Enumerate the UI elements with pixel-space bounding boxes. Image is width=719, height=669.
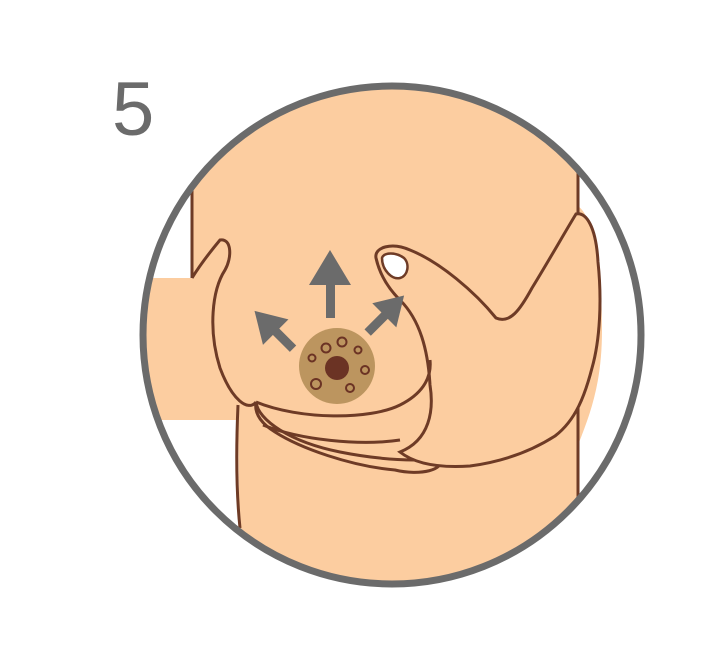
areola-group bbox=[299, 328, 375, 404]
thumb-nail bbox=[380, 252, 409, 280]
gland-dot bbox=[345, 383, 355, 393]
gland-dot bbox=[320, 342, 332, 354]
arrow-up-icon bbox=[309, 250, 351, 318]
step-number: 5 bbox=[112, 67, 155, 152]
gland-dot bbox=[336, 336, 348, 348]
arrow-up-shaft bbox=[326, 272, 335, 318]
arrow-up-right-icon bbox=[364, 295, 405, 336]
arrow-up-left-head bbox=[254, 310, 289, 345]
arrow-up-head bbox=[309, 250, 351, 285]
gland-dot bbox=[353, 345, 363, 355]
gland-dot bbox=[307, 353, 317, 363]
left-lower-gap bbox=[143, 420, 240, 584]
lower-finger bbox=[254, 401, 443, 474]
gland-dot bbox=[360, 365, 370, 375]
finger-crease bbox=[262, 423, 401, 444]
gland-dot bbox=[310, 378, 322, 390]
breast-lower-contour bbox=[255, 359, 432, 418]
torso-lower-left-line bbox=[235, 404, 242, 529]
circle-frame-icon bbox=[139, 82, 645, 588]
nipple bbox=[325, 356, 349, 380]
arrow-up-left-icon bbox=[254, 310, 297, 352]
breast-left-contour bbox=[190, 238, 258, 407]
hand bbox=[374, 212, 602, 468]
arrow-up-right-head bbox=[372, 295, 405, 328]
directional-arrows-icon bbox=[254, 250, 405, 352]
